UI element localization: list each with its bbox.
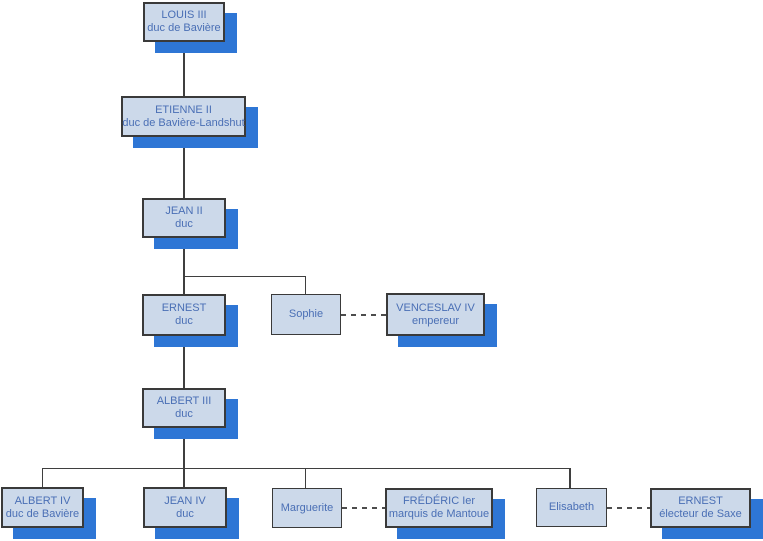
connector-line xyxy=(184,276,306,277)
marriage-dashed-line xyxy=(342,507,385,509)
person-name: FRÉDÉRIC Ier xyxy=(402,495,476,507)
person-box-jean-ii[interactable]: JEAN II duc xyxy=(142,198,226,238)
person-title: duc xyxy=(175,315,193,327)
person-name: JEAN IV xyxy=(164,494,206,507)
person-name: Sophie xyxy=(288,308,324,320)
person-title: empereur xyxy=(411,314,460,327)
person-title: duc de Bavière xyxy=(5,507,80,520)
marriage-dashed-line xyxy=(341,314,386,316)
person-box-frederic-ier[interactable]: FRÉDÉRIC Ier marquis de Mantoue xyxy=(385,488,493,528)
person-title: marquis de Mantoue xyxy=(388,508,490,520)
person-box-sophie[interactable]: Sophie xyxy=(271,294,341,335)
connector-line xyxy=(305,276,306,294)
connector-line xyxy=(183,137,185,198)
person-box-ernest-saxe[interactable]: ERNEST électeur de Saxe xyxy=(650,488,751,528)
person-name: VENCESLAV IV xyxy=(396,301,475,314)
person-box-etienne-ii[interactable]: ETIENNE II duc de Bavière-Landshut xyxy=(121,96,246,137)
person-box-elisabeth[interactable]: Elisabeth xyxy=(536,488,607,527)
connector-line xyxy=(183,428,185,488)
person-name: Elisabeth xyxy=(548,501,595,513)
person-name: ALBERT IV xyxy=(14,494,71,507)
connector-line xyxy=(183,238,185,294)
person-name: ALBERT III xyxy=(156,395,212,407)
connector-line xyxy=(305,468,306,488)
person-box-ernest[interactable]: ERNEST duc xyxy=(142,294,226,336)
connector-line xyxy=(183,42,185,96)
person-name: ERNEST xyxy=(161,302,207,314)
person-title: duc de Bavière xyxy=(147,22,221,34)
connector-line xyxy=(42,468,570,469)
connector-line xyxy=(42,468,43,487)
person-title: duc de Bavière-Landshut xyxy=(122,116,245,129)
person-box-albert-iii[interactable]: ALBERT III duc xyxy=(142,388,226,428)
person-title: duc xyxy=(176,507,194,520)
person-box-albert-iv[interactable]: ALBERT IV duc de Bavière xyxy=(1,487,84,528)
person-box-louis-iii[interactable]: LOUIS III duc de Bavière xyxy=(143,2,225,42)
person-title: duc xyxy=(175,218,193,230)
person-name: LOUIS III xyxy=(161,9,207,21)
marriage-dashed-line xyxy=(607,507,650,509)
person-box-venceslav-iv[interactable]: VENCESLAV IV empereur xyxy=(386,293,485,336)
person-box-marguerite[interactable]: Marguerite xyxy=(272,488,342,528)
person-name: ETIENNE II xyxy=(155,103,212,116)
person-name: ERNEST xyxy=(678,495,723,507)
person-name: Marguerite xyxy=(280,501,334,514)
person-box-jean-iv[interactable]: JEAN IV duc xyxy=(143,487,227,528)
connector-line xyxy=(183,336,185,388)
person-title: duc xyxy=(175,408,193,420)
person-name: JEAN II xyxy=(165,205,203,217)
person-title: électeur de Saxe xyxy=(659,508,742,520)
connector-line xyxy=(569,468,571,488)
